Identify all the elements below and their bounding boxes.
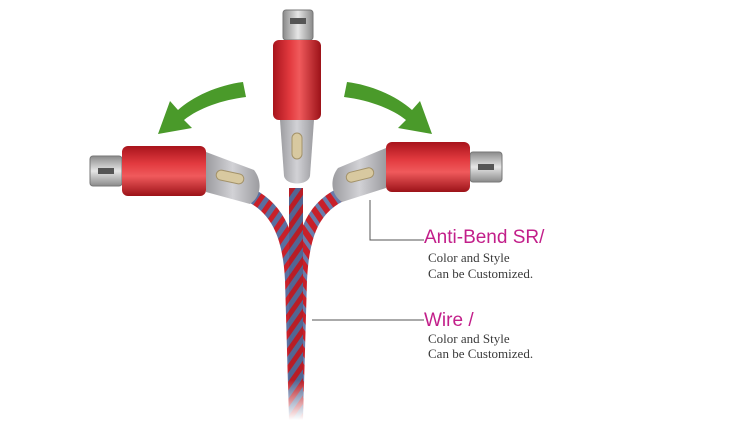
- anti-bend-line-2: Can be Customized.: [428, 266, 534, 281]
- curved-arrow-left-icon: [158, 82, 246, 134]
- wire-line-2: Can be Customized.: [428, 346, 534, 361]
- anti-bend-title: Anti-Bend SR/: [424, 227, 545, 248]
- right-connector: [332, 142, 503, 202]
- left-connector: [89, 146, 260, 204]
- braided-cable: [240, 188, 360, 421]
- curved-arrow-right-icon: [344, 82, 432, 134]
- wire-title: Wire /: [424, 310, 474, 331]
- wire-line-1: Color and Style: [428, 331, 510, 346]
- center-connector: [273, 9, 321, 184]
- anti-bend-callout-line: [369, 200, 424, 241]
- anti-bend-line-1: Color and Style: [428, 250, 510, 265]
